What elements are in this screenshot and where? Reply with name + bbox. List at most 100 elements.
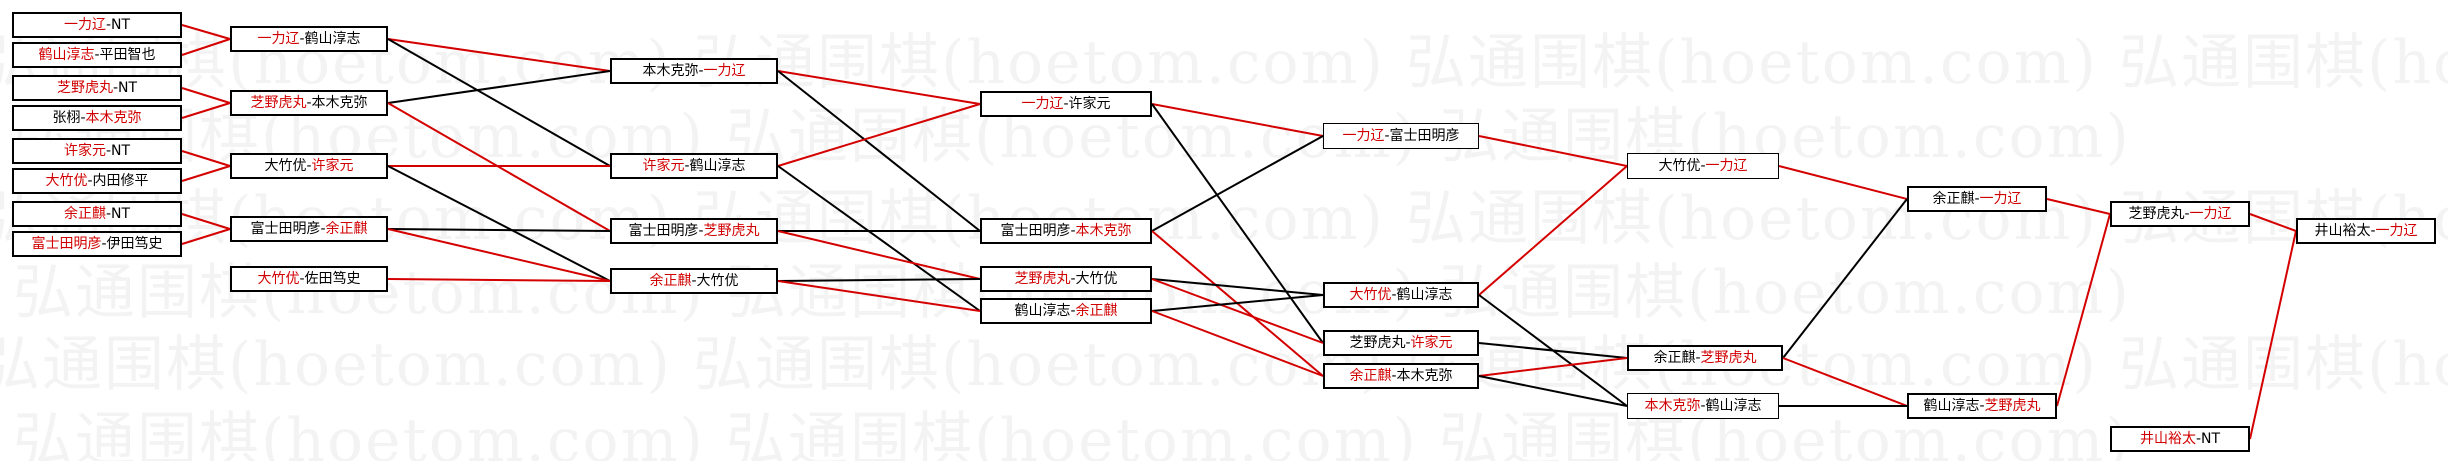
player-name: 芝野虎丸 xyxy=(2128,206,2185,222)
advance-line xyxy=(1782,357,1908,407)
match-box: 余正麒-NT xyxy=(12,201,182,227)
player-name: 余正麒 xyxy=(1349,368,1392,384)
player-name: 余正麒 xyxy=(1075,303,1118,319)
separator: - xyxy=(94,47,100,63)
separator: - xyxy=(105,17,112,33)
loser-line xyxy=(1151,135,1324,232)
match-box: 井山裕太-一力辽 xyxy=(2296,218,2436,244)
player-name: 芝野虎丸 xyxy=(1984,398,2041,414)
advance-line xyxy=(2249,213,2297,232)
advance-line xyxy=(387,228,611,282)
match-box: 余正麒-大竹优 xyxy=(610,268,778,294)
separator: - xyxy=(105,143,112,159)
advance-line xyxy=(1778,165,1908,200)
loser-line xyxy=(777,70,981,232)
advance-line xyxy=(2249,230,2297,440)
advance-line xyxy=(181,150,231,167)
match-box: 本木克弥-鹤山淳志 xyxy=(1627,393,1779,419)
separator: - xyxy=(101,236,107,252)
player-name: 大竹优 xyxy=(1075,271,1118,287)
loser-line xyxy=(387,38,611,167)
advance-line xyxy=(1151,310,1324,377)
advance-line xyxy=(2046,198,2111,215)
match-box: 大竹优-鹤山淳志 xyxy=(1323,282,1479,308)
player-name: 鹤山淳志 xyxy=(1705,398,1762,414)
loser-line xyxy=(777,278,981,282)
match-box: 一力辽-鹤山淳志 xyxy=(230,26,388,52)
player-name: 井山裕太 xyxy=(2139,431,2196,447)
player-name: 一力辽 xyxy=(1342,128,1385,144)
separator: - xyxy=(1700,398,1706,414)
match-box: 井山裕太-NT xyxy=(2110,426,2250,452)
player-name: 一力辽 xyxy=(63,17,106,33)
match-box: 余正麒-芝野虎丸 xyxy=(1627,345,1783,371)
loser-line xyxy=(1151,103,1324,344)
match-box: 许家元-鹤山淳志 xyxy=(610,153,778,179)
player-name: 大竹优 xyxy=(45,173,88,189)
separator: - xyxy=(1070,303,1076,319)
player-name: 许家元 xyxy=(1068,96,1111,112)
player-name: 平田智也 xyxy=(99,47,156,63)
advance-line xyxy=(181,38,231,56)
advance-line xyxy=(2056,213,2111,407)
separator: - xyxy=(87,173,93,189)
player-name: 余正麒 xyxy=(649,273,692,289)
match-box: 芝野虎丸-本木克弥 xyxy=(230,90,388,116)
match-box: 一力辽-许家元 xyxy=(980,91,1152,117)
advance-line xyxy=(181,228,231,245)
player-name: 佐田笃史 xyxy=(304,271,361,287)
player-name: 本木克弥 xyxy=(311,95,368,111)
player-name: NT xyxy=(111,206,131,222)
advance-line xyxy=(777,103,981,167)
separator: - xyxy=(698,223,704,239)
separator: - xyxy=(1391,287,1397,303)
separator: - xyxy=(112,80,119,96)
match-box: 鹤山淳志-芝野虎丸 xyxy=(1907,393,2057,419)
match-box: 芝野虎丸-许家元 xyxy=(1323,330,1479,356)
match-box: 大竹优-内田修平 xyxy=(12,168,182,194)
match-box: 芝野虎丸-大竹优 xyxy=(980,266,1152,292)
player-name: 许家元 xyxy=(311,158,354,174)
loser-line xyxy=(387,228,611,232)
player-name: NT xyxy=(2201,431,2221,447)
player-name: 大竹优 xyxy=(1349,287,1392,303)
player-name: 本木克弥 xyxy=(85,110,142,126)
loser-line xyxy=(1478,342,1628,359)
loser-line xyxy=(1151,294,1324,312)
match-box: 富士田明彦-伊田笃史 xyxy=(12,231,182,257)
advance-line xyxy=(181,165,231,182)
match-box: 张栩-本木克弥 xyxy=(12,105,182,131)
advance-line xyxy=(1151,278,1324,344)
player-name: 富士田明彦 xyxy=(1000,223,1071,239)
player-name: 内田修平 xyxy=(92,173,149,189)
player-name: 一力辽 xyxy=(2375,223,2418,239)
player-name: 芝野虎丸 xyxy=(1700,350,1757,366)
match-box: 富士田明彦-芝野虎丸 xyxy=(610,218,778,244)
player-name: 鹤山淳志 xyxy=(304,31,361,47)
player-name: 余正麒 xyxy=(63,206,106,222)
separator: - xyxy=(1070,223,1076,239)
player-name: 鹤山淳志 xyxy=(1923,398,1980,414)
loser-line xyxy=(1478,375,1628,407)
player-name: 许家元 xyxy=(1410,335,1453,351)
player-name: 一力辽 xyxy=(703,63,746,79)
player-name: 富士田明彦 xyxy=(1389,128,1460,144)
player-name: 一力辽 xyxy=(2189,206,2232,222)
player-name: 芝野虎丸 xyxy=(1349,335,1406,351)
advance-line xyxy=(1478,165,1628,296)
advance-line xyxy=(777,70,981,105)
separator: - xyxy=(80,110,86,126)
match-box: 大竹优-佐田笃史 xyxy=(230,266,388,292)
separator: - xyxy=(306,95,312,111)
player-name: 富士田明彦 xyxy=(31,236,102,252)
separator: - xyxy=(698,63,704,79)
player-name: 余正麒 xyxy=(1932,191,1975,207)
player-name: 大竹优 xyxy=(264,158,307,174)
separator: - xyxy=(299,31,305,47)
loser-line xyxy=(1782,198,1908,359)
player-name: 本木克弥 xyxy=(1644,398,1701,414)
match-box: 富士田明彦-本木克弥 xyxy=(980,218,1152,244)
player-name: 大竹优 xyxy=(257,271,300,287)
player-name: NT xyxy=(118,80,138,96)
